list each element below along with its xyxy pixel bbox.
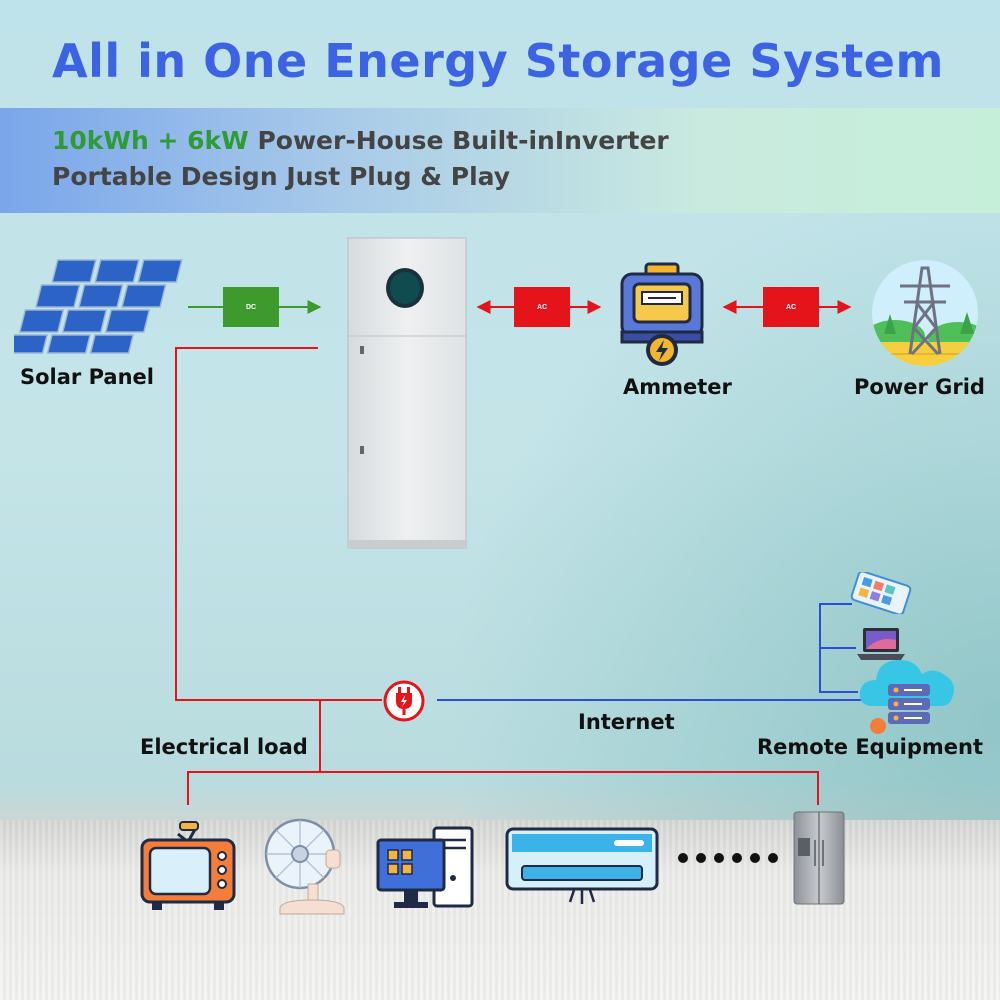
internet-label: Internet: [578, 710, 675, 734]
cloud-server-icon: [859, 660, 954, 734]
energy-storage-unit-icon: [347, 237, 467, 549]
refrigerator-icon: [793, 811, 845, 905]
ammeter-icon: [620, 262, 704, 366]
tv-icon: [140, 821, 236, 910]
ac-badge-2: AC: [763, 287, 819, 327]
subtitle-banner: [0, 108, 1000, 213]
laptop-icon: [857, 628, 905, 660]
ellipsis-icon: [678, 853, 778, 863]
capacity-highlight: 10kWh + 6kW: [52, 126, 249, 155]
power-grid-tower-icon: [872, 260, 978, 366]
desktop-computer-icon: [376, 826, 474, 908]
power-grid-label: Power Grid: [854, 375, 985, 399]
fan-icon: [264, 818, 345, 915]
subtitle-line-2: Portable Design Just Plug & Play: [52, 162, 511, 191]
solar-panel-label: Solar Panel: [20, 365, 154, 389]
load-power-line: [175, 347, 382, 701]
electrical-load-label: Electrical load: [140, 735, 308, 759]
subtitle-line-1-text: Power-House Built-inInverter: [248, 126, 669, 155]
dc-badge: DC: [223, 287, 279, 327]
plug-icon: [383, 680, 425, 722]
air-conditioner-icon: [505, 827, 659, 904]
subtitle-line-1: 10kWh + 6kW Power-House Built-inInverter: [52, 126, 669, 155]
page-title: All in One Energy Storage System: [52, 34, 944, 88]
ammeter-label: Ammeter: [623, 375, 732, 399]
solar-panel-icon: [14, 259, 183, 354]
smartphone-icon: [850, 572, 912, 614]
ac-badge-1: AC: [514, 287, 570, 327]
remote-equipment-label: Remote Equipment: [757, 735, 983, 759]
load-distribution-line: [187, 771, 819, 805]
